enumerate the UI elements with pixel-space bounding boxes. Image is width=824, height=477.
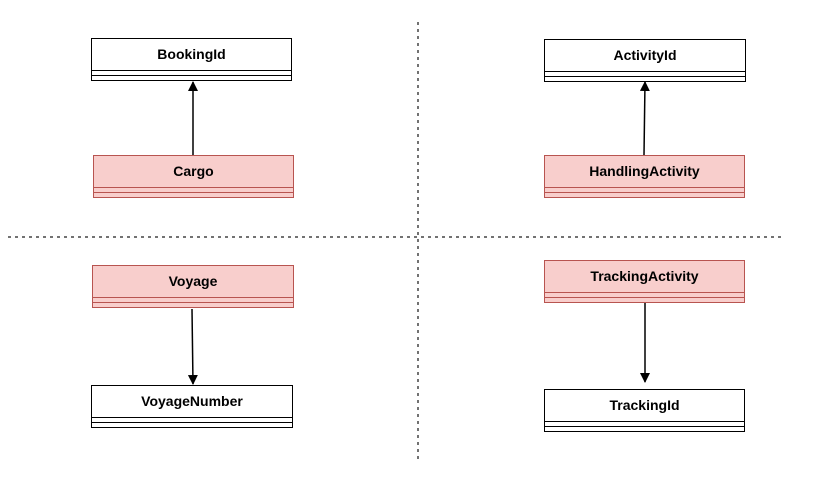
class-tracking-activity: TrackingActivity bbox=[544, 260, 745, 303]
arrow-voyage-to-voyagenumber bbox=[187, 308, 198, 385]
class-voyage-number: VoyageNumber bbox=[91, 385, 293, 428]
attributes-divider bbox=[93, 297, 293, 298]
class-name: Cargo bbox=[173, 163, 214, 179]
methods-divider bbox=[545, 297, 744, 298]
methods-divider bbox=[92, 75, 291, 76]
methods-divider bbox=[545, 76, 745, 77]
attributes-divider bbox=[94, 187, 293, 188]
class-activity-id: ActivityId bbox=[544, 39, 746, 82]
methods-divider bbox=[94, 192, 293, 193]
attributes-divider bbox=[545, 421, 744, 422]
attributes-divider bbox=[545, 292, 744, 293]
class-name: TrackingId bbox=[609, 397, 680, 413]
class-name: TrackingActivity bbox=[590, 268, 699, 284]
class-name: ActivityId bbox=[613, 47, 677, 63]
attributes-divider bbox=[92, 417, 292, 418]
methods-divider bbox=[545, 426, 744, 427]
class-booking-id: BookingId bbox=[91, 38, 292, 81]
class-name: VoyageNumber bbox=[141, 393, 243, 409]
class-cargo: Cargo bbox=[93, 155, 294, 198]
class-tracking-id: TrackingId bbox=[544, 389, 745, 432]
arrow-handlingactivity-to-activityid bbox=[639, 81, 650, 156]
attributes-divider bbox=[545, 187, 744, 188]
class-handling-activity: HandlingActivity bbox=[544, 155, 745, 198]
class-name: BookingId bbox=[157, 46, 226, 62]
methods-divider bbox=[93, 302, 293, 303]
attributes-divider bbox=[545, 71, 745, 72]
methods-divider bbox=[92, 422, 292, 423]
class-name: HandlingActivity bbox=[589, 163, 700, 179]
attributes-divider bbox=[92, 70, 291, 71]
methods-divider bbox=[545, 192, 744, 193]
class-voyage: Voyage bbox=[92, 265, 294, 308]
class-name: Voyage bbox=[168, 273, 218, 289]
